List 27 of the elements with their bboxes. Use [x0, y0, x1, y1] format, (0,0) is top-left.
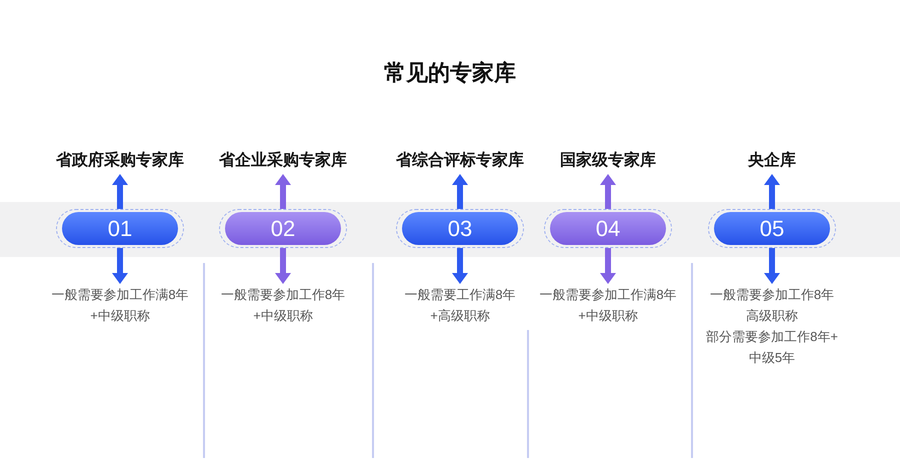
description-text: 一般需要参加工作满8年+中级职称: [50, 284, 190, 326]
arrow: [112, 248, 128, 284]
description-text: 一般需要参加工作8年高级职称: [708, 286, 836, 325]
arrow: [764, 174, 780, 209]
column-heading: 省政府采购专家库: [56, 148, 184, 174]
column-heading: 国家级专家库: [560, 148, 656, 174]
title: 常见的专家库: [384, 59, 516, 87]
arrow: [600, 248, 616, 284]
number-pill: 03: [396, 209, 524, 248]
column-heading: 省综合评标专家库: [396, 148, 524, 174]
number-pill: 02: [219, 209, 347, 248]
arrow: [275, 248, 291, 284]
arrow: [452, 174, 468, 209]
description-text: 一般需要工作满8年+高级职称: [402, 284, 518, 326]
column-heading: 省企业采购专家库: [219, 148, 347, 174]
description-text: 一般需要参加工作8年+中级职称: [219, 284, 347, 326]
number-pill: 04: [544, 209, 672, 248]
column-heading: 央企库: [748, 148, 796, 174]
arrow: [600, 174, 616, 209]
arrow: [452, 248, 468, 284]
number-pill: 05: [708, 209, 836, 248]
description-text: 一般需要参加工作满8年+中级职称: [538, 284, 678, 326]
arrow: [275, 174, 291, 209]
arrow: [112, 174, 128, 209]
number-pill: 01: [56, 209, 184, 248]
arrow: [764, 248, 780, 284]
description-text: 部分需要参加工作8年+中级5年: [705, 328, 839, 367]
